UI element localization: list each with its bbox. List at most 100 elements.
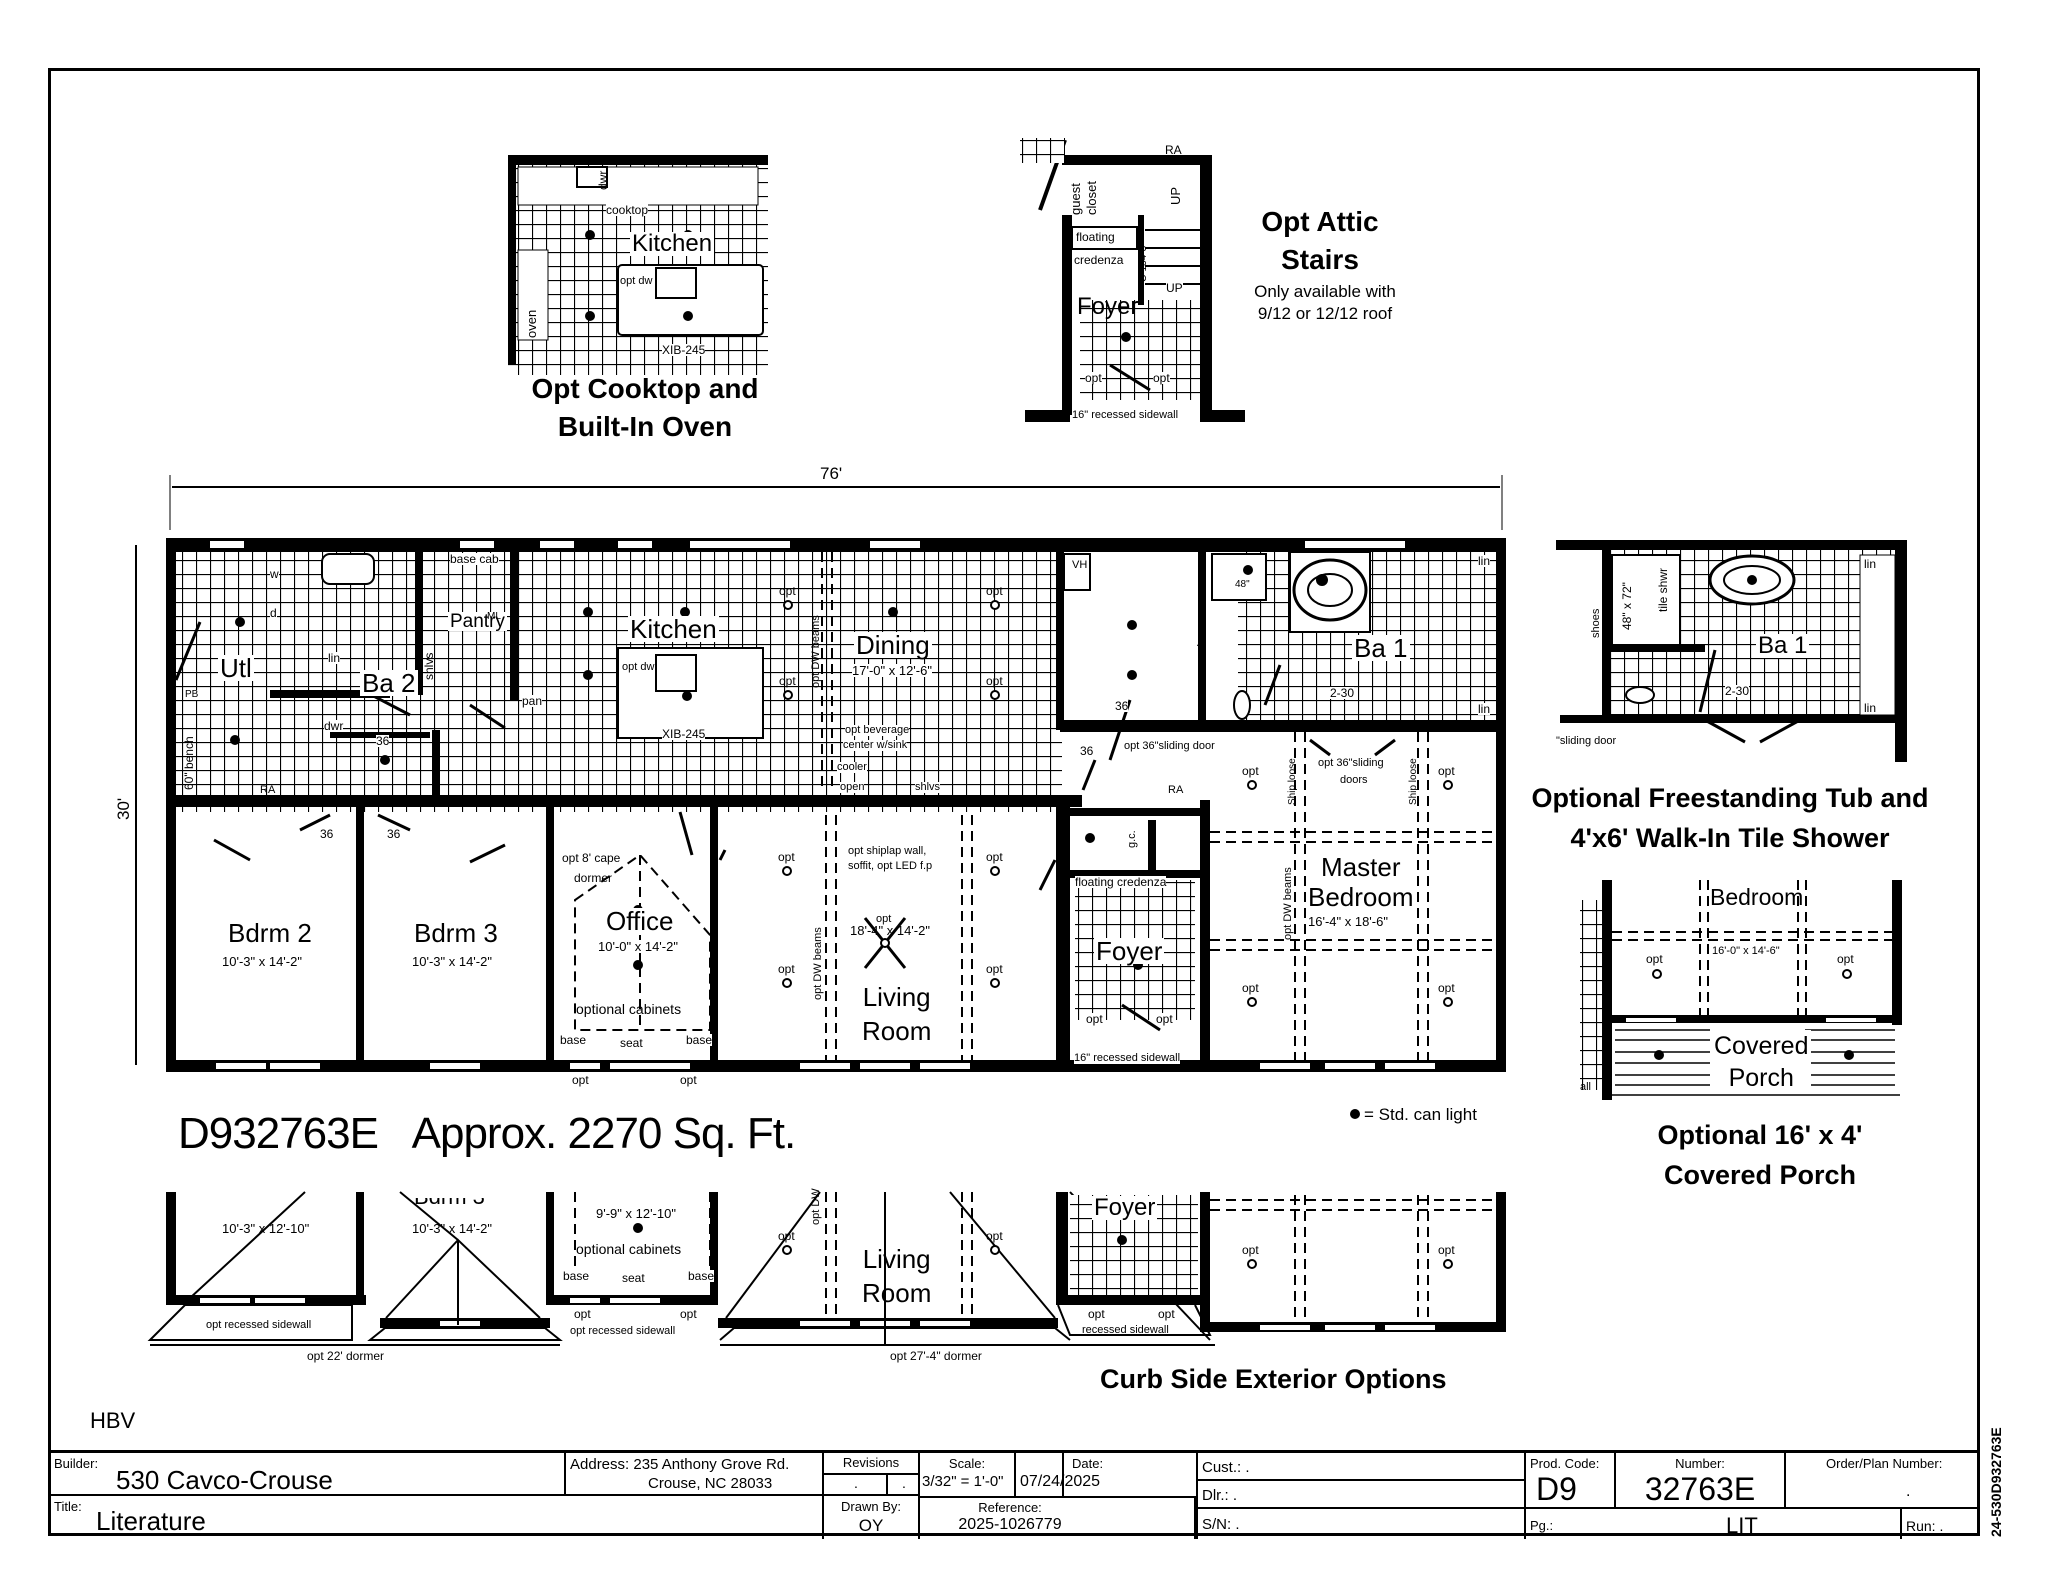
tb-drawn-label: Drawn By: [841, 1499, 901, 1514]
caption-line: Covered Porch [1663, 1160, 1857, 1190]
room-bdrm2-dim: 10'-3" x 14'-2" [222, 954, 302, 969]
room-bdrm2: Bdrm 2 [228, 918, 312, 948]
tb-number-cell: Number: 32763E [1616, 1453, 1786, 1509]
label-cooler: cooler [837, 761, 867, 773]
label-opt-light: opt [779, 584, 796, 598]
inset-attic-up-top: UP [1168, 186, 1183, 205]
curb-base-left: base [563, 1269, 590, 1283]
curb-foyer-opt-left: opt [1088, 1307, 1105, 1321]
label-opt-light: opt [1242, 764, 1259, 778]
room-pantry: Pantry [448, 611, 507, 632]
caption-line: Optional 16' x 4' [1657, 1120, 1863, 1150]
tb-dlr-cell: Dlr.: . [1196, 1481, 1526, 1509]
inset-attic-guest: guest [1068, 183, 1083, 215]
caption-line: Stairs [1281, 244, 1359, 275]
label-dwr: dwr [324, 719, 344, 733]
inset-porch-room: Bedroom [1710, 884, 1804, 910]
curb-recessed-left: opt recessed sidewall [206, 1319, 312, 1331]
tb-date-value: 07/24/2025 [1020, 1473, 1101, 1490]
label-ra-right: RA [1168, 784, 1184, 796]
porch-line: Covered [1714, 1032, 1809, 1060]
inset-attic-credenza: credenza [1074, 253, 1124, 267]
room-dining-dim: 17'-0" x 12'-6" [852, 663, 932, 678]
tb-revisions-cell: Revisions . . [824, 1453, 920, 1496]
inset-bath-lin-top: lin [1864, 557, 1877, 571]
title-block: Builder: 530 Cavco-Crouse Address: 235 A… [48, 1450, 1980, 1539]
plan-title: D932763E Approx. 2270 Sq. Ft. [178, 1109, 796, 1158]
inset-bath-graphics [1556, 540, 1907, 762]
label-door-36-ba2: 36 [376, 734, 390, 748]
inset-porch-opt-left: opt [1646, 952, 1663, 966]
label-ship-loose-right: Ship loose [1408, 758, 1419, 805]
tb-pg-value: LIT [1726, 1513, 1758, 1538]
tb-dlr-value: . [1232, 1487, 1238, 1504]
label-opt-light: opt [779, 674, 796, 688]
tb-scale-cell: Scale: 3/32" = 1'-0" [920, 1453, 1016, 1496]
label-opt-dw: opt dw [622, 661, 655, 673]
caption-line: 4'x6' Walk-In Tile Shower [1570, 823, 1890, 853]
curb-optional-cabinets: optional cabinets [576, 1241, 682, 1257]
curb-side-graphics [147, 1191, 1506, 1346]
label-ra-left: RA [260, 784, 276, 796]
inset-bath-shower-label: tile shwr [1656, 567, 1670, 612]
label-foyer-opt-left: opt [1086, 1012, 1103, 1026]
room-master-line: Master [1321, 852, 1401, 882]
curb-living: Living Room [860, 1242, 933, 1310]
inset-kitchen-room: Kitchen [630, 230, 715, 257]
label-opt-light: opt [1242, 981, 1259, 995]
inset-bath-caption: Optional Freestanding Tub and 4'x6' Walk… [1530, 778, 1930, 858]
label-sliding-door: opt 36"sliding door [1124, 740, 1215, 752]
label-pb: PB [185, 689, 199, 700]
label-base-left: base [560, 1033, 587, 1047]
label-ml: ML [487, 611, 501, 622]
curb-foyer-recessed: recessed sidewall [1082, 1324, 1169, 1336]
caption-line: Optional Freestanding Tub and [1531, 783, 1929, 813]
caption-line: Opt Attic [1261, 206, 1379, 237]
label-dw-beams-kitchen: opt DW beams [810, 615, 822, 688]
tb-address-label: Address: [570, 1456, 630, 1473]
inset-attic-opt-right: opt [1153, 371, 1170, 385]
inset-porch-caption: Optional 16' x 4' Covered Porch [1610, 1115, 1910, 1195]
tb-address-line1: 235 Anthony Grove Rd. [633, 1456, 790, 1473]
tb-pg-label: Pg.: [1530, 1518, 1554, 1533]
tb-sn-label: S/N: [1202, 1516, 1232, 1533]
label-vh: VH [1072, 559, 1088, 571]
tb-dlr-label: Dlr.: [1202, 1487, 1229, 1504]
inset-bath-lin-bottom: lin [1864, 701, 1877, 715]
inset-bath-door: 2-30 [1725, 684, 1750, 698]
curb-opt-left: opt [574, 1307, 591, 1321]
label-opt-light: opt [986, 962, 1003, 976]
tb-builder-value: 530 Cavco-Crouse [116, 1465, 333, 1495]
curb-foyer: Foyer [1092, 1194, 1158, 1221]
tb-order-value: . [1906, 1483, 1911, 1500]
label-floating-credenza: floating credenza [1075, 875, 1167, 889]
inset-attic-opt-left: opt [1085, 371, 1102, 385]
curb-living-line: Room [862, 1278, 932, 1308]
room-living-line: Room [862, 1016, 932, 1046]
label-door-36-hall: 36 [1080, 744, 1094, 758]
inset-kitchen-oven: oven [524, 309, 539, 338]
side-stamp: 24-530D932763E [1988, 1427, 2004, 1537]
label-beverage-1: opt beverage [845, 724, 910, 736]
overall-depth-dimension: 30' [114, 797, 133, 820]
tb-reference-cell: Reference: 2025-1026779 [920, 1496, 1196, 1539]
main-floor-plan [135, 475, 1510, 1072]
label-opt-light: opt [986, 584, 1003, 598]
curb-opt-light: opt [1438, 1243, 1455, 1257]
inset-attic-floating: floating [1076, 230, 1115, 244]
curb-opt-light: opt [1242, 1243, 1259, 1257]
curb-dormer-22: opt 22' dormer [307, 1349, 384, 1363]
caption-line: Built-In Oven [557, 411, 733, 442]
curb-foyer-opt-right: opt [1158, 1307, 1175, 1321]
room-master-line: Bedroom [1308, 882, 1414, 912]
curb-recessed-office: opt recessed sidewall [570, 1325, 676, 1337]
tb-title-cell: Title: Literature [48, 1496, 824, 1539]
inset-attic-graphics [1020, 138, 1245, 422]
label-sliding-doors-2: doors [1340, 774, 1368, 786]
tb-builder-cell: Builder: 530 Cavco-Crouse [48, 1453, 566, 1496]
label-dw-beams-living: opt DW beams [812, 927, 824, 1000]
label-seat: seat [620, 1036, 643, 1050]
tb-address-cell: Address: 235 Anthony Grove Rd. Crouse, N… [566, 1453, 824, 1496]
model-code: D932763E [178, 1109, 379, 1158]
tb-number-label: Number: [1675, 1456, 1725, 1471]
